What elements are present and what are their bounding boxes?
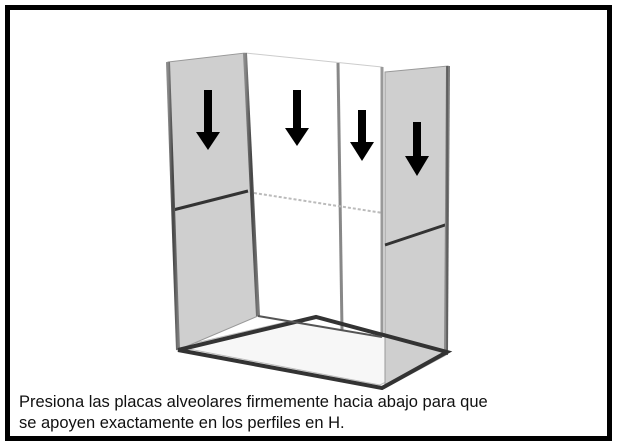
instruction-line-1: Presiona las placas alveolares firmement…	[19, 393, 488, 411]
instruction-text: Presiona las placas alveolares firmement…	[19, 392, 599, 434]
back-panel-seam	[336, 62, 344, 331]
left-side-panel	[167, 52, 259, 351]
bottom-frame	[177, 314, 453, 390]
instruction-line-2: se apoyen exactamente en los perfiles en…	[19, 414, 345, 432]
down-arrow-icon	[285, 90, 309, 146]
instruction-card: Presiona las placas alveolares firmement…	[5, 5, 612, 441]
left-h-profile	[172, 189, 249, 212]
rod-front-left	[166, 61, 180, 351]
rod-back-left	[243, 52, 260, 317]
down-arrow-icon	[405, 122, 429, 176]
down-arrow-icon	[196, 90, 220, 150]
down-arrow-icon	[350, 110, 374, 161]
bottom-frame-back	[257, 315, 383, 338]
assembly-illustration	[166, 52, 453, 390]
rod-far-right	[444, 65, 450, 356]
back-h-profile	[253, 192, 384, 214]
right-h-profile	[384, 222, 449, 247]
